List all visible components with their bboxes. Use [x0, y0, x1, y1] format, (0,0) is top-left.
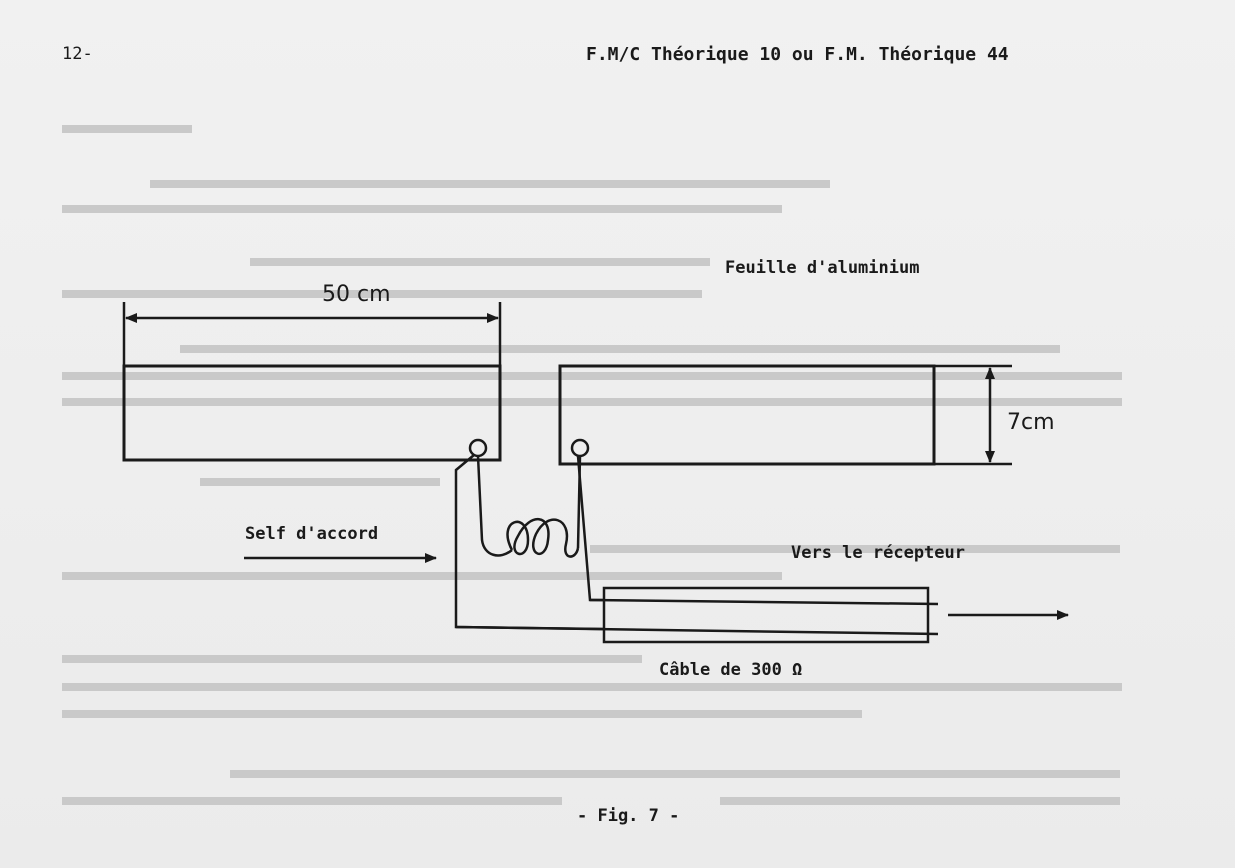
feed-wire-right	[576, 455, 605, 602]
coil-wire-left	[476, 455, 513, 557]
page-number: 12-	[62, 44, 93, 64]
label-width: 7cm	[1007, 410, 1055, 435]
tuning-coil	[506, 517, 580, 558]
left-foil-element	[122, 364, 502, 462]
right-terminal	[570, 438, 590, 458]
left-terminal	[468, 438, 488, 458]
label-length: 50 cm	[322, 282, 391, 307]
running-title: F.M/C Théorique 10 ou F.M. Théorique 44	[586, 44, 1009, 65]
right-foil-element	[558, 364, 936, 466]
twin-lead-cable	[602, 586, 930, 644]
cable-conductor-top	[589, 598, 939, 606]
cable-conductor-bottom	[455, 625, 939, 636]
label-cable: Câble de 300 Ω	[659, 660, 803, 680]
label-to-receiver: Vers le récepteur	[791, 543, 965, 563]
label-tuning-coil: Self d'accord	[245, 524, 379, 544]
label-aluminium-foil: Feuille d'aluminium	[725, 258, 920, 278]
figure-caption: - Fig. 7 -	[577, 806, 680, 826]
